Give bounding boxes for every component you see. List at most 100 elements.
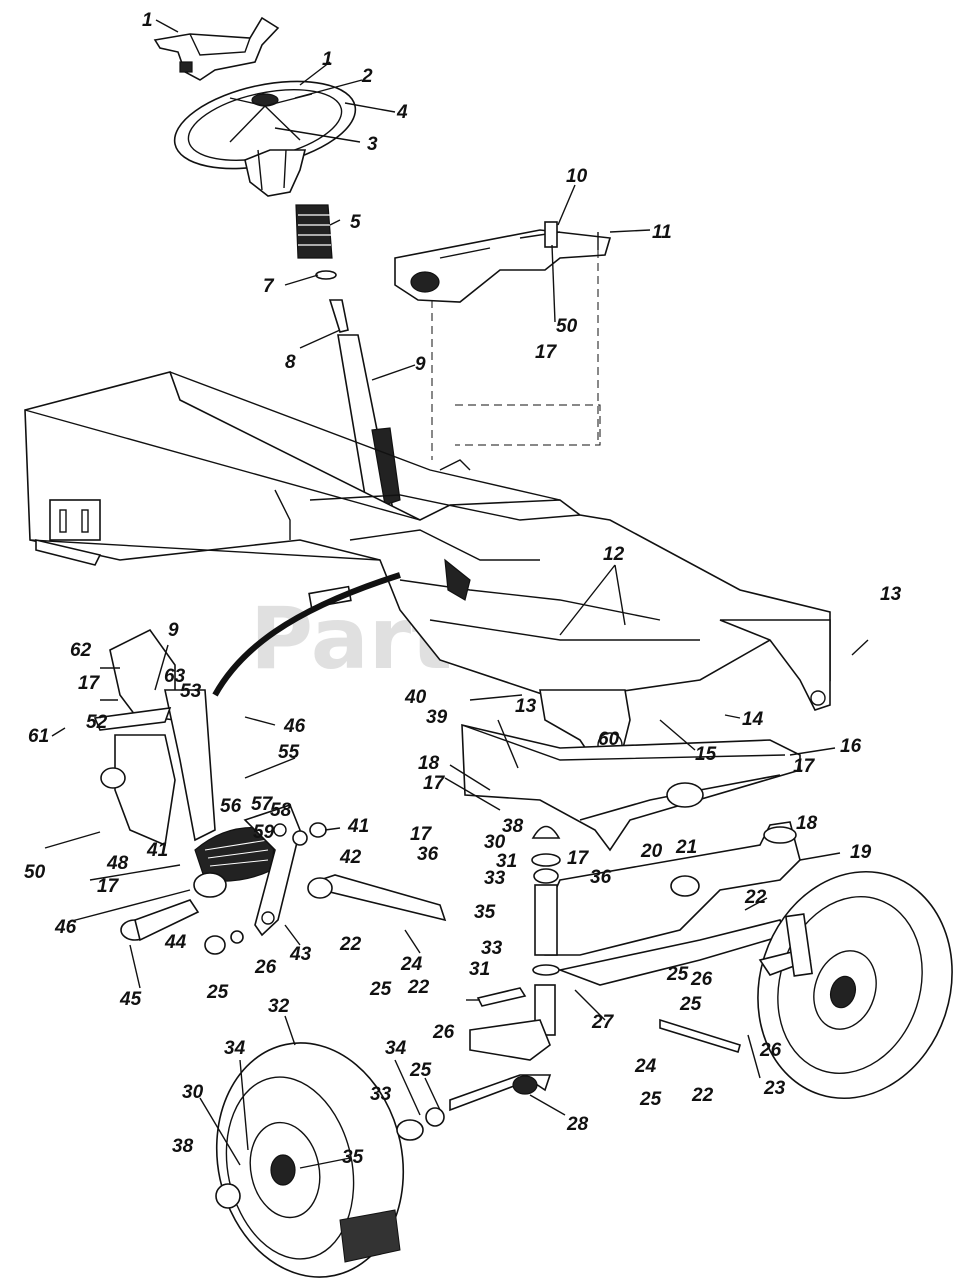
- callout-label: 31: [469, 959, 490, 980]
- callout-label: 4: [396, 102, 408, 123]
- steering-shaft: [328, 299, 401, 526]
- callout-label: 17: [567, 848, 590, 869]
- callout-label: 15: [695, 744, 717, 765]
- callout-label: 44: [164, 932, 187, 953]
- callout-label: 33: [481, 938, 503, 959]
- callout-label: 24: [634, 1056, 657, 1077]
- leader-dash: [455, 404, 601, 446]
- callout-label: 28: [566, 1114, 589, 1135]
- leader-lines: [44, 19, 869, 1169]
- callout-label: 25: [206, 982, 229, 1003]
- callout-label: 16: [840, 736, 862, 757]
- callout-label: 11: [652, 222, 672, 243]
- callout-label: 63: [164, 666, 186, 687]
- callout-label: 25: [679, 994, 702, 1015]
- callout-label: 3: [367, 134, 378, 155]
- callout-label: 18: [418, 753, 440, 774]
- callout-label: 59: [253, 822, 275, 843]
- callout-label: 42: [339, 847, 362, 868]
- dash-mount-plate: [394, 221, 612, 303]
- callout-label: 2: [361, 66, 373, 87]
- callout-label: 17: [410, 824, 433, 845]
- callout-label: 17: [535, 342, 558, 363]
- callout-label: 33: [370, 1084, 392, 1105]
- tie-rods: [318, 874, 741, 1054]
- callout-label: 20: [640, 841, 663, 862]
- steering-cap: [153, 16, 280, 81]
- callout-label: 40: [404, 687, 427, 708]
- callout-label: 22: [339, 934, 362, 955]
- callout-label: 17: [423, 773, 446, 794]
- callout-label: 46: [54, 917, 77, 938]
- callout-label: 61: [28, 726, 49, 747]
- callout-label: 14: [742, 709, 764, 730]
- callout-label: 21: [675, 837, 697, 858]
- callout-label: 22: [691, 1085, 714, 1106]
- callout-label: 1: [322, 49, 333, 70]
- callout-label: 7: [263, 276, 275, 297]
- axle-support-bracket: [461, 689, 801, 852]
- callout-label: 56: [220, 796, 242, 817]
- callout-label: 41: [347, 816, 369, 837]
- callout-label: 48: [106, 853, 129, 874]
- callout-label: 26: [254, 957, 277, 978]
- callout-label: 36: [417, 844, 439, 865]
- callout-labels: 1 1 2 3 4 5 7 8 9 10 11 17 50 12 13 13 1…: [24, 10, 902, 1168]
- callout-label: 17: [97, 876, 120, 897]
- callout-label: 23: [763, 1078, 786, 1099]
- callout-label: 39: [426, 707, 448, 728]
- callout-label: 50: [24, 862, 46, 883]
- tractor-frame: [24, 371, 831, 711]
- callout-label: 34: [224, 1038, 246, 1059]
- callout-label: 52: [86, 712, 108, 733]
- callout-label: 57: [251, 794, 274, 815]
- steering-wheel: [173, 80, 357, 197]
- callout-label: 10: [566, 166, 588, 187]
- callout-label: 9: [168, 620, 179, 641]
- front-axle: [539, 821, 801, 986]
- callout-label: 35: [474, 902, 496, 923]
- callout-label: 30: [484, 832, 506, 853]
- callout-label: 38: [502, 816, 524, 837]
- callout-label: 22: [407, 977, 430, 998]
- callout-label: 31: [496, 851, 517, 872]
- callout-label: 26: [690, 969, 713, 990]
- callout-label: 33: [484, 868, 506, 889]
- callout-label: 8: [285, 352, 296, 373]
- right-front-wheel: [757, 870, 953, 1100]
- callout-label: 62: [70, 640, 92, 661]
- callout-label: 60: [598, 729, 620, 750]
- callout-label: 17: [793, 756, 816, 777]
- callout-label: 18: [796, 813, 818, 834]
- callout-label: 26: [759, 1040, 782, 1061]
- callout-label: 25: [666, 964, 689, 985]
- callout-label: 34: [385, 1038, 407, 1059]
- callout-label: 55: [278, 742, 300, 763]
- steering-gear-assembly: [93, 628, 333, 955]
- callout-label: 12: [603, 544, 625, 565]
- callout-label: 5: [350, 212, 361, 233]
- callout-label: 53: [180, 681, 202, 702]
- callout-label: 17: [78, 673, 101, 694]
- callout-label: 24: [400, 954, 423, 975]
- callout-label: 13: [515, 696, 537, 717]
- callout-label: 41: [146, 840, 168, 861]
- callout-label: 46: [283, 716, 306, 737]
- left-front-wheel: [215, 1042, 445, 1278]
- brake-cable: [212, 572, 401, 697]
- callout-label: 19: [850, 842, 872, 863]
- callout-label: 22: [744, 887, 767, 908]
- callout-label: 43: [289, 944, 312, 965]
- callout-label: 26: [432, 1022, 455, 1043]
- callout-label: 25: [639, 1089, 662, 1110]
- steering-bellows: [295, 204, 337, 280]
- callout-label: 32: [268, 996, 290, 1017]
- callout-label: 38: [172, 1136, 194, 1157]
- callout-label: 45: [119, 989, 142, 1010]
- callout-label: 50: [556, 316, 578, 337]
- kingpin-stack: [531, 825, 561, 976]
- callout-label: 35: [342, 1147, 364, 1168]
- callout-label: 9: [415, 354, 426, 375]
